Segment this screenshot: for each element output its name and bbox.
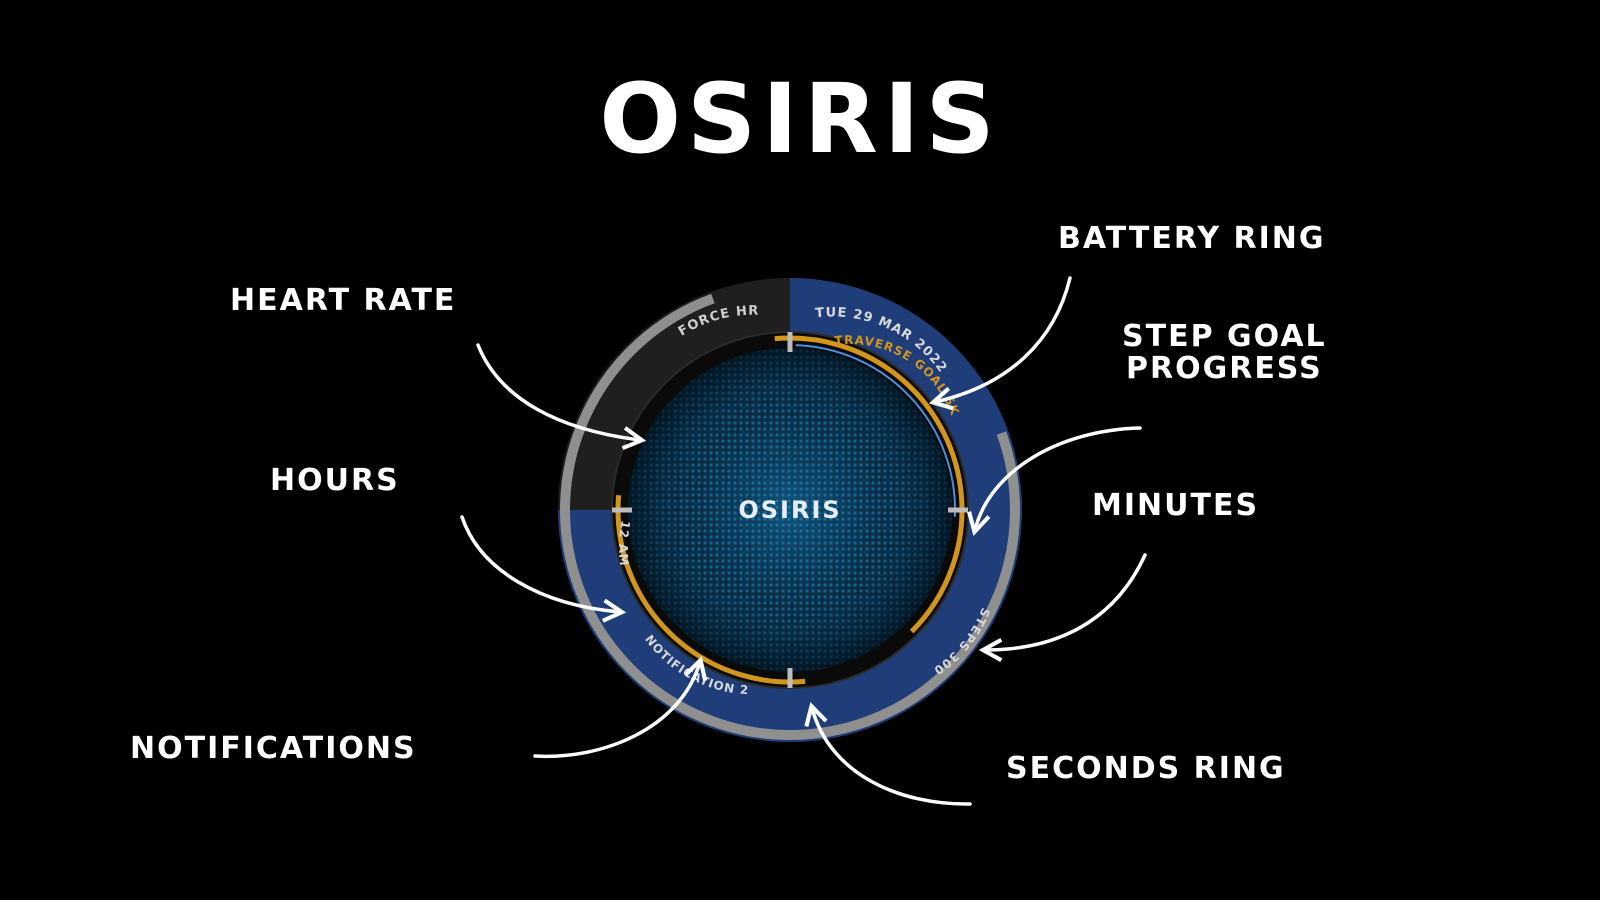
watch-face: OSIRIS FORCE HR TUE 29 MAR 2022 TRAVERSE… — [558, 278, 1022, 742]
callout-step-goal-line1: STEP GOAL — [1122, 319, 1327, 354]
callout-heart-rate: HEART RATE — [230, 283, 456, 318]
battery-ring — [560, 280, 1020, 740]
callout-minutes: MINUTES — [1092, 488, 1259, 523]
arrow-notifications — [533, 662, 700, 759]
hour-ticks — [612, 332, 968, 688]
callout-hours: HOURS — [270, 463, 400, 498]
page-title: OSIRIS — [599, 63, 1000, 175]
arrow-heart-rate — [476, 343, 640, 440]
seconds-ring — [615, 335, 965, 685]
arrow-minutes — [985, 553, 1147, 650]
watch-dial-glow — [628, 348, 952, 672]
arrow-battery-ring — [935, 276, 1072, 402]
arrow-seconds-ring — [812, 708, 972, 806]
hours-ring-text: 12 AM — [616, 519, 633, 567]
callout-seconds-ring: SECONDS RING — [1006, 751, 1286, 786]
callout-battery-ring: BATTERY RING — [1058, 221, 1326, 256]
arrow-step-goal — [975, 426, 1142, 530]
watch-center-label: OSIRIS — [738, 496, 841, 524]
arrow-hours — [460, 515, 620, 612]
callout-step-goal-line2: PROGRESS — [1126, 351, 1323, 386]
hours-ring-value: 12 AM — [616, 519, 632, 567]
step-goal-progress-arc — [624, 343, 956, 676]
callout-notifications: NOTIFICATIONS — [130, 731, 417, 766]
